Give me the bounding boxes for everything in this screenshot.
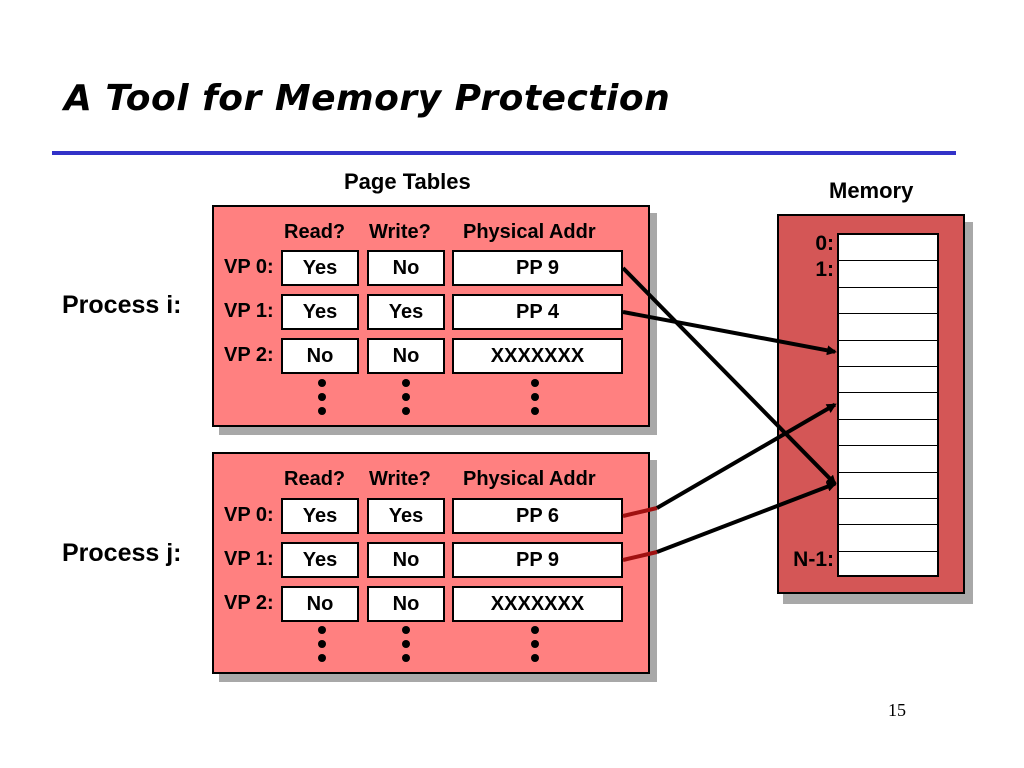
vp-label: VP 1: (224, 548, 274, 570)
ellipsis-dot (402, 640, 410, 648)
ellipsis-dot (318, 654, 326, 662)
vp-label: VP 2: (224, 344, 274, 366)
memory-page-stack (837, 233, 939, 577)
physical-addr-cell: XXXXXXX (452, 586, 623, 622)
memory-page-row (839, 261, 937, 288)
memory-page-row (839, 499, 937, 526)
process-i-label: Process i: (62, 291, 182, 319)
memory-page-row (839, 446, 937, 473)
read-cell: Yes (281, 498, 359, 534)
write-cell: No (367, 542, 445, 578)
header-physical-addr: Physical Addr (463, 221, 596, 243)
memory-address-last: N-1: (793, 548, 834, 571)
ellipsis-dot (531, 640, 539, 648)
memory-page-row (839, 420, 937, 447)
physical-addr-cell: PP 9 (452, 542, 623, 578)
vp-label: VP 0: (224, 504, 274, 526)
memory-page-row (839, 314, 937, 341)
page-tables-heading: Page Tables (344, 169, 471, 194)
ellipsis-dot (318, 379, 326, 387)
memory-page-row (839, 235, 937, 262)
write-cell: No (367, 250, 445, 286)
write-cell: No (367, 338, 445, 374)
memory-page-row (839, 341, 937, 367)
slide-title: A Tool for Memory Protection (64, 78, 671, 119)
ellipsis-dot (402, 626, 410, 634)
mapping-arrow (656, 481, 837, 554)
ellipsis-dot (402, 393, 410, 401)
mapping-arrow (621, 266, 837, 486)
mapping-arrow-stub (622, 506, 658, 518)
physical-addr-cell: PP 6 (452, 498, 623, 534)
vp-label: VP 1: (224, 300, 274, 322)
ellipsis-dot (402, 407, 410, 415)
read-cell: No (281, 586, 359, 622)
vp-label: VP 0: (224, 256, 274, 278)
mapping-arrow (655, 402, 837, 510)
read-cell: Yes (281, 294, 359, 330)
physical-addr-cell: PP 9 (452, 250, 623, 286)
memory-page-row (839, 367, 937, 394)
memory-page-row (839, 473, 937, 499)
header-write: Write? (369, 221, 431, 243)
mapping-arrow-stub (622, 550, 658, 562)
ellipsis-dot (531, 393, 539, 401)
ellipsis-dot (318, 393, 326, 401)
memory-page-row (839, 525, 937, 552)
process-j-label: Process j: (62, 539, 182, 567)
physical-addr-cell: XXXXXXX (452, 338, 623, 374)
ellipsis-dot (318, 626, 326, 634)
header-read: Read? (284, 468, 346, 490)
memory-page-row (839, 393, 937, 420)
memory-heading: Memory (829, 178, 914, 203)
write-cell: Yes (367, 498, 445, 534)
ellipsis-dot (402, 654, 410, 662)
vp-label: VP 2: (224, 592, 274, 614)
title-divider (52, 151, 956, 155)
memory-address-0: 0: (815, 232, 834, 255)
page-number: 15 (888, 700, 906, 720)
header-physical-addr: Physical Addr (463, 468, 596, 490)
ellipsis-dot (531, 379, 539, 387)
ellipsis-dot (318, 640, 326, 648)
write-cell: Yes (367, 294, 445, 330)
read-cell: No (281, 338, 359, 374)
ellipsis-dot (531, 654, 539, 662)
ellipsis-dot (531, 626, 539, 634)
memory-address-1: 1: (815, 258, 834, 281)
read-cell: Yes (281, 250, 359, 286)
header-write: Write? (369, 468, 431, 490)
read-cell: Yes (281, 542, 359, 578)
physical-addr-cell: PP 4 (452, 294, 623, 330)
mapping-arrow (622, 310, 837, 356)
ellipsis-dot (531, 407, 539, 415)
ellipsis-dot (402, 379, 410, 387)
write-cell: No (367, 586, 445, 622)
header-read: Read? (284, 221, 346, 243)
ellipsis-dot (318, 407, 326, 415)
memory-page-row (839, 288, 937, 315)
